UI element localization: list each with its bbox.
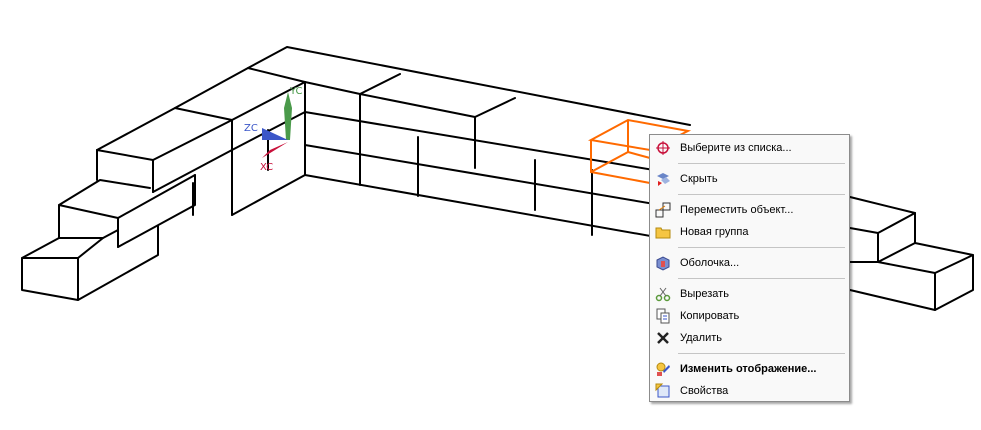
menu-item-label: Удалить [680, 332, 722, 344]
menu-item-hide[interactable]: Скрыть [652, 168, 847, 190]
x-axis-label: XC [260, 162, 273, 173]
menu-separator [678, 163, 845, 164]
menu-item-label: Оболочка... [680, 257, 740, 269]
delete-icon [655, 330, 671, 346]
menu-item-cut[interactable]: Вырезать [652, 283, 847, 305]
menu-separator [678, 353, 845, 354]
move-object-icon [655, 202, 671, 218]
new-group-folder-icon [655, 224, 671, 240]
properties-icon [655, 383, 671, 399]
menu-separator [678, 278, 845, 279]
menu-item-new-group[interactable]: Новая группа [652, 221, 847, 243]
menu-item-label: Изменить отображение... [680, 363, 817, 375]
menu-item-select-from-list[interactable]: Выберите из списка... [652, 137, 847, 159]
y-axis-label: YC [289, 86, 303, 97]
select-from-list-icon [655, 140, 671, 156]
menu-item-label: Новая группа [680, 226, 749, 238]
menu-separator [678, 247, 845, 248]
menu-item-shell[interactable]: Оболочка... [652, 252, 847, 274]
cut-icon [655, 286, 671, 302]
menu-item-label: Переместить объект... [680, 204, 794, 216]
menu-item-label: Выберите из списка... [680, 142, 792, 154]
menu-item-edit-display[interactable]: Изменить отображение... [652, 358, 847, 380]
menu-item-properties[interactable]: Свойства [652, 380, 847, 402]
context-menu: Выберите из списка... Скрыть Переместить… [649, 134, 850, 402]
menu-separator [678, 194, 845, 195]
z-axis-label: ZC [244, 123, 258, 134]
menu-item-copy[interactable]: Копировать [652, 305, 847, 327]
z-axis-arrow [262, 128, 288, 140]
edit-display-icon [655, 361, 671, 377]
menu-item-move-object[interactable]: Переместить объект... [652, 199, 847, 221]
menu-item-label: Копировать [680, 310, 740, 322]
menu-item-label: Свойства [680, 385, 729, 397]
hide-icon [655, 171, 671, 187]
shell-icon [655, 255, 671, 271]
menu-item-delete[interactable]: Удалить [652, 327, 847, 349]
wall-edges [21, 46, 974, 311]
x-axis-arrow [262, 142, 288, 158]
coordinate-triad: YC ZC XC [244, 86, 303, 173]
menu-item-label: Скрыть [680, 173, 718, 185]
menu-item-label: Вырезать [680, 288, 729, 300]
y-axis-arrow [284, 92, 292, 140]
copy-icon [655, 308, 671, 324]
